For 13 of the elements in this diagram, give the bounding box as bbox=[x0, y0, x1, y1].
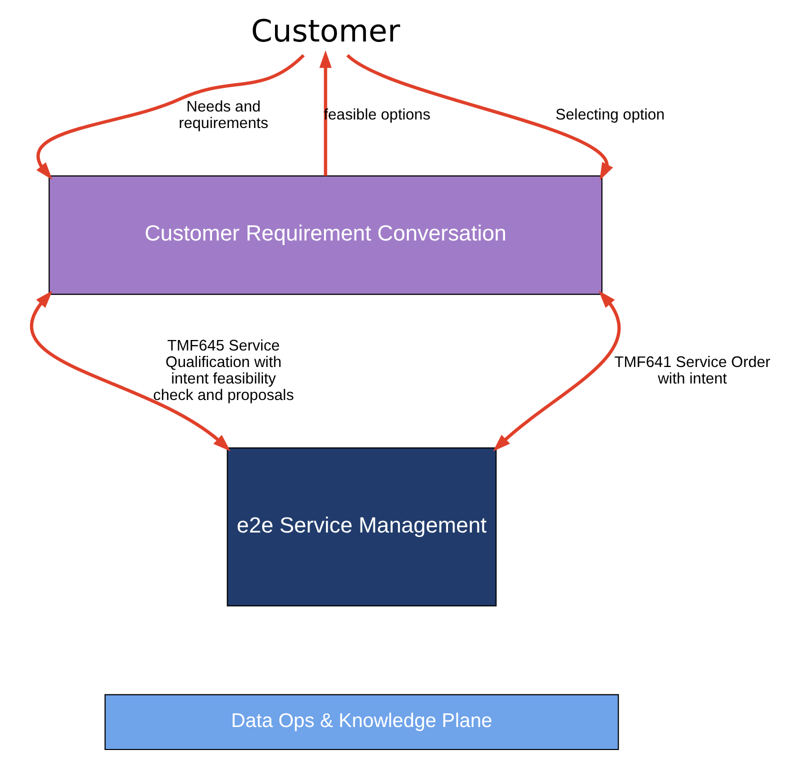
arrow bbox=[30, 290, 230, 452]
edge-label: TMF645 Service Qualification with intent feasibility check and proposals bbox=[153, 338, 294, 404]
node-box: Customer Requirement Conversation bbox=[48, 175, 602, 295]
edge-label: Needs and requirements bbox=[178, 98, 268, 132]
node-box: Data Ops & Knowledge Plane bbox=[104, 694, 619, 750]
arrow bbox=[346, 54, 614, 180]
arrow bbox=[493, 290, 621, 452]
arrow bbox=[319, 50, 332, 176]
edge-label: Selecting option bbox=[556, 106, 665, 124]
node-text: Customer bbox=[251, 14, 400, 50]
arrow bbox=[36, 54, 305, 180]
node-box: e2e Service Management bbox=[226, 447, 497, 606]
edge-label: TMF641 Service Order with intent bbox=[614, 354, 770, 388]
